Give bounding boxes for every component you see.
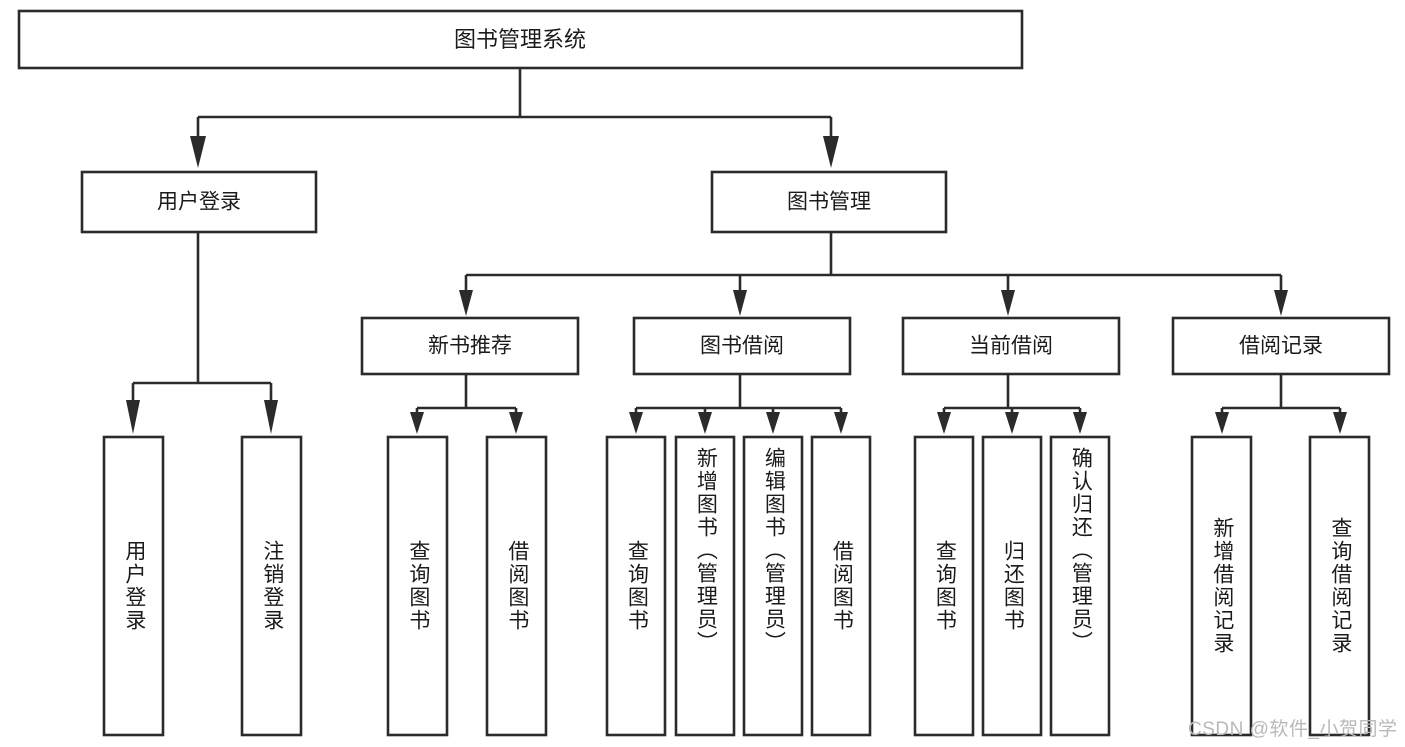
node-user-login-label: 用户登录 (157, 191, 241, 214)
arrowhead-bb-leaf-4 (834, 412, 848, 434)
csdn-watermark: CSDN @软件_小贺同学 (1188, 714, 1397, 741)
node-borrow-record[interactable]: 借阅记录 (1171, 316, 1391, 376)
arrowhead-cb-leaf-2 (1005, 412, 1019, 434)
connector-layer (126, 68, 1347, 434)
arrowhead-user-login (190, 136, 206, 168)
leaf-box-logout[interactable] (240, 435, 303, 737)
node-book-manage-label: 图书管理 (787, 191, 871, 214)
leaf-box-cb-query-book[interactable] (913, 435, 975, 737)
arrowhead-nbr-leaf-2 (509, 412, 523, 434)
arrowhead-bb-leaf-3 (766, 412, 780, 434)
node-layer: 图书管理系统 用户登录 图书管理 新书推荐 图书借阅 当前 (17, 9, 1391, 737)
node-book-manage[interactable]: 图书管理 (710, 170, 948, 234)
arrowhead-cb-leaf-3 (1073, 412, 1087, 434)
node-user-login[interactable]: 用户登录 (80, 170, 318, 234)
arrowhead-nbr-leaf-1 (410, 412, 424, 434)
leaf-box-br-add-record[interactable] (1190, 435, 1253, 737)
arrowhead-leaf-user-login (126, 400, 140, 434)
leaf-box-cb-confirm-return[interactable] (1049, 435, 1111, 737)
arrowhead-br-leaf-2 (1333, 412, 1347, 434)
node-root-system-label: 图书管理系统 (454, 27, 586, 52)
leaf-box-nbr-borrow-book[interactable] (485, 435, 548, 737)
leaf-box-bb-borrow-book[interactable] (810, 435, 872, 737)
arrowhead-book-borrow (733, 290, 747, 316)
node-current-borrow-label: 当前借阅 (969, 335, 1053, 358)
leaf-box-bb-query-book[interactable] (605, 435, 667, 737)
arrowhead-bb-leaf-2 (698, 412, 712, 434)
arrowhead-leaf-logout (264, 400, 278, 434)
node-borrow-record-label: 借阅记录 (1239, 335, 1323, 358)
node-root-system[interactable]: 图书管理系统 (17, 9, 1024, 70)
node-book-borrow[interactable]: 图书借阅 (632, 316, 852, 376)
node-new-book-recommend-label: 新书推荐 (428, 335, 512, 358)
node-current-borrow[interactable]: 当前借阅 (901, 316, 1121, 376)
arrowhead-bb-leaf-1 (629, 412, 643, 434)
node-book-borrow-label: 图书借阅 (700, 335, 784, 358)
leaf-box-nbr-query-book[interactable] (386, 435, 449, 737)
node-new-book-recommend[interactable]: 新书推荐 (360, 316, 580, 376)
arrowhead-cb-leaf-1 (937, 412, 951, 434)
csdn-watermark-text: CSDN @软件_小贺同学 (1188, 719, 1398, 740)
arrowhead-current-borrow (1001, 290, 1015, 316)
leaf-box-cb-return-book[interactable] (981, 435, 1043, 737)
arrowhead-new-book-recommend (459, 290, 473, 316)
arrowhead-borrow-record (1274, 290, 1288, 316)
leaf-box-bb-add-book[interactable] (674, 435, 736, 737)
leaf-box-br-query-record[interactable] (1308, 435, 1371, 737)
leaf-box-user-login[interactable] (102, 435, 165, 737)
arrowhead-br-leaf-1 (1215, 412, 1229, 434)
leaf-box-bb-edit-book[interactable] (742, 435, 804, 737)
arrowhead-book-manage (823, 136, 839, 168)
